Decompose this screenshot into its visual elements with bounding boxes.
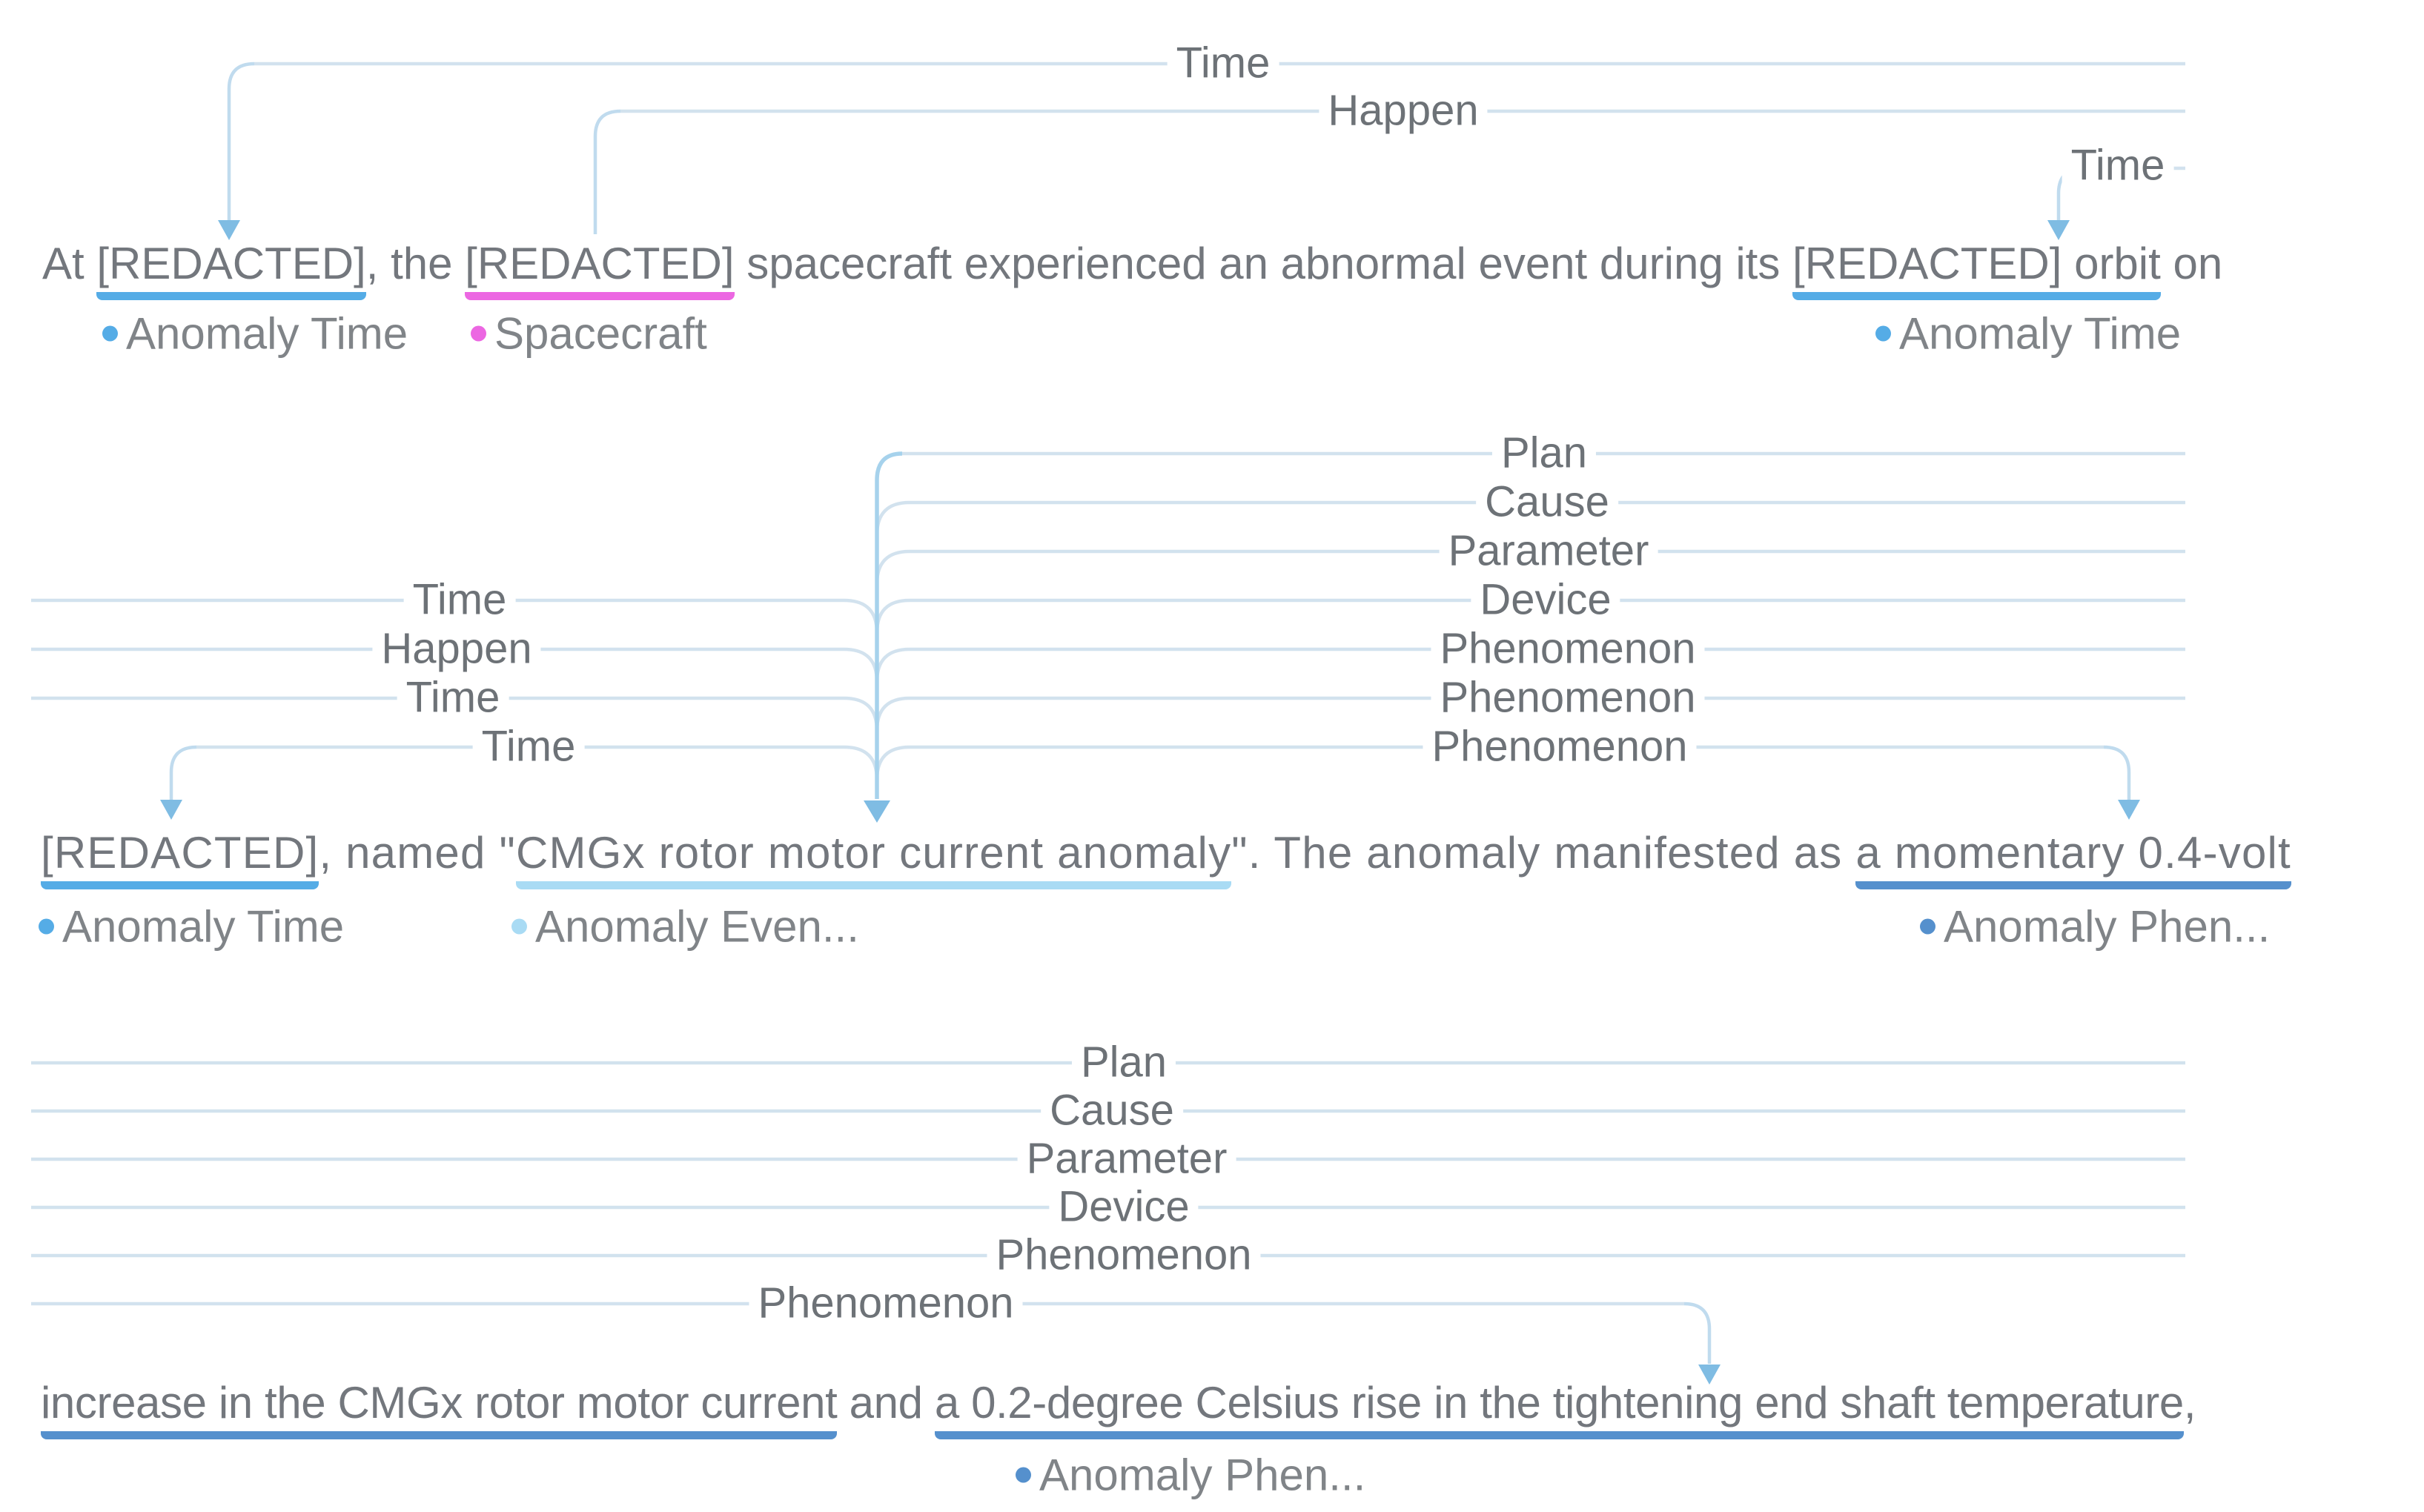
entity-type-text: Spacecraft [494,308,707,359]
entity-type-label-anomaly-event[interactable]: Anomaly Even... [511,901,859,952]
relation-label-phenomenon[interactable]: Phenomenon [1431,673,1705,723]
entity-type-text: Anomaly Time [1899,308,2182,359]
entity-type-label-anomaly-time[interactable]: Anomaly Time [102,308,408,359]
entity-span-anomaly-phenomenon[interactable]: increase in the CMGx rotor motor current [41,1378,838,1439]
plain-text: At [42,239,97,288]
entity-span-spacecraft[interactable]: [REDACTED] [465,239,735,300]
relation-label-phenomenon[interactable]: Phenomenon [987,1230,1261,1281]
relation-label-parameter[interactable]: Parameter [1017,1134,1236,1184]
entity-span-anomaly-phenomenon[interactable]: a 0.2-degree Celsius rise in the tighten… [934,1378,2184,1439]
entity-span-anomaly-time[interactable]: [REDACTED] [41,828,319,889]
entity-color-dot [471,325,486,342]
entity-color-dot [511,918,527,935]
relation-label-phenomenon[interactable]: Phenomenon [1423,722,1697,772]
relation-label-time[interactable]: Time [397,673,509,723]
relation-label-time[interactable]: Time [2062,141,2174,191]
relation-label-plan[interactable]: Plan [1491,428,1597,479]
relation-label-phenomenon[interactable]: Phenomenon [1431,624,1705,674]
entity-span-anomaly-event[interactable]: CMGx rotor motor current anomaly [515,828,1232,889]
relation-label-plan[interactable]: Plan [1071,1038,1176,1088]
entity-span-anomaly-time[interactable]: [REDACTED] orbit [1792,239,2161,300]
entity-type-text: Anomaly Even... [535,901,859,952]
entity-type-label-spacecraft[interactable]: Spacecraft [471,308,707,359]
plain-text: on [2160,239,2223,288]
relation-trunk [875,451,903,799]
entity-type-label-anomaly-phenomenon[interactable]: Anomaly Phen... [1920,901,2270,952]
relation-label-device[interactable]: Device [1471,575,1620,626]
entity-color-dot [102,325,118,342]
plain-text: , the [365,239,466,288]
plain-text: ". The anomaly manifested as [1231,828,1856,878]
entity-type-text: Anomaly Phen... [1944,901,2271,952]
sentence-line-3: increase in the CMGx rotor motor current… [41,1377,2196,1439]
plain-text: , named " [319,828,516,878]
relation-label-time[interactable]: Time [1167,39,1279,89]
entity-type-text: Anomaly Phen... [1039,1450,1366,1500]
arrowhead-time-4 [160,800,182,820]
arrowheads [160,220,2140,1385]
entity-type-label-anomaly-phenomenon[interactable]: Anomaly Phen... [1016,1450,1365,1501]
relation-label-time[interactable]: Time [403,575,516,626]
relation-label-cause[interactable]: Cause [1476,477,1618,528]
arrowhead-time-1 [218,220,240,240]
entity-type-text: Anomaly Time [126,308,408,359]
entity-color-dot [1920,918,1935,935]
relation-label-parameter[interactable]: Parameter [1439,526,1658,577]
relation-label-happen[interactable]: Happen [372,624,541,674]
relation-label-device[interactable]: Device [1049,1182,1199,1233]
relation-label-time[interactable]: Time [472,722,585,772]
entity-span-anomaly-phenomenon[interactable]: a momentary 0.4-volt [1855,828,2291,889]
entity-type-label-anomaly-time[interactable]: Anomaly Time [39,901,344,952]
entity-type-label-anomaly-time[interactable]: Anomaly Time [1875,308,2181,359]
entity-color-dot [1875,325,1891,342]
plain-text: spacecraft experienced an abnormal event… [734,239,1793,288]
arrowhead-trunk [864,800,890,823]
entity-span-anomaly-time[interactable]: [REDACTED] [96,239,366,300]
sentence-line-2: [REDACTED], named "CMGx rotor motor curr… [41,827,2291,889]
arrowhead-phenomenon-low [1698,1365,1721,1385]
entity-color-dot [1016,1467,1031,1483]
entity-type-text: Anomaly Time [62,901,345,952]
entity-color-dot [39,918,54,935]
arrowhead-phenomenon-7 [2118,800,2140,820]
relation-label-happen[interactable]: Happen [1319,86,1488,136]
plain-text: , [2183,1378,2196,1428]
sentence-line-1: At [REDACTED], the [REDACTED] spacecraft… [42,238,2223,300]
relation-label-cause[interactable]: Cause [1041,1086,1183,1136]
arrowhead-time-3 [2047,220,2070,240]
plain-text: and [837,1378,935,1428]
relation-label-phenomenon[interactable]: Phenomenon [749,1279,1023,1329]
